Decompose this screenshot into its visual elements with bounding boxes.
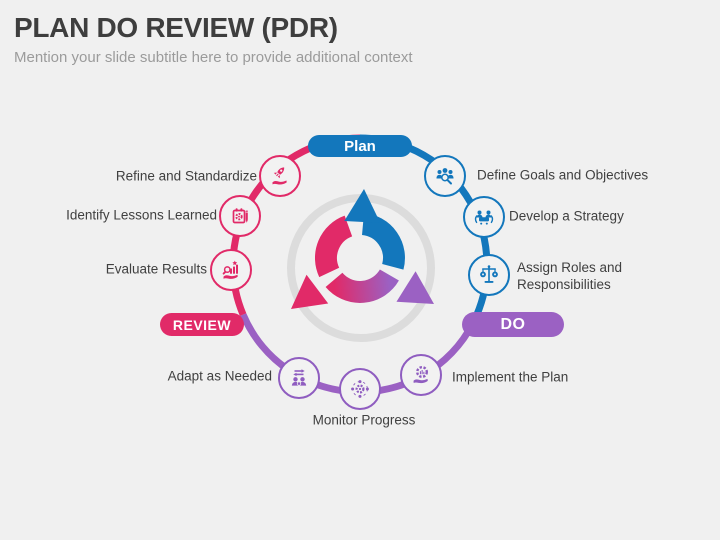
stage-pill-plan: Plan <box>308 135 412 157</box>
label-implement-plan: Implement the Plan <box>452 369 569 385</box>
cycle-arrow-pink <box>315 215 353 278</box>
chart-hand-icon <box>222 260 238 279</box>
rocket-hand-icon <box>272 167 287 185</box>
label-develop-strategy: Develop a Strategy <box>509 208 624 224</box>
cycle-arrow-purple <box>325 268 399 303</box>
purple-arrowhead-icon <box>396 271 434 304</box>
label-evaluate-results: Evaluate Results <box>105 261 207 277</box>
node-implement-plan <box>400 354 442 396</box>
node-evaluate-results <box>210 249 252 291</box>
people-search-icon <box>436 168 454 185</box>
label-adapt-as-needed: Adapt as Needed <box>167 368 272 384</box>
people-swap-icon <box>291 369 307 386</box>
stage-pill-do: DO <box>462 312 564 337</box>
scales-icon <box>480 265 498 283</box>
cycle-arrows-icon <box>291 189 434 309</box>
stage-pill-review: REVIEW <box>160 313 244 336</box>
node-monitor-progress <box>339 368 381 410</box>
gear-orbit-icon <box>351 380 369 398</box>
cycle-arrow-blue <box>361 213 405 270</box>
node-identify-lessons <box>219 195 261 237</box>
page-title: PLAN DO REVIEW (PDR) <box>14 12 338 43</box>
gear-hand-icon <box>413 365 429 384</box>
node-define-goals <box>424 155 466 197</box>
meeting-icon <box>474 210 494 225</box>
label-define-goals: Define Goals and Objectives <box>477 167 649 183</box>
board-pencil-icon <box>232 208 248 224</box>
label-assign-roles: Assign Roles and Responsibilities <box>517 260 623 292</box>
node-develop-strategy <box>463 196 505 238</box>
label-refine-standardize: Refine and Standardize <box>115 168 257 184</box>
node-refine-standardize <box>259 155 301 197</box>
page-subtitle: Mention your slide subtitle here to prov… <box>14 49 413 66</box>
node-adapt-as-needed <box>278 357 320 399</box>
label-identify-lessons: Identify Lessons Learned <box>66 207 217 223</box>
label-monitor-progress: Monitor Progress <box>312 412 416 428</box>
blue-arrowhead-icon <box>344 189 381 223</box>
node-assign-roles <box>468 254 510 296</box>
pink-arrowhead-icon <box>291 274 329 309</box>
